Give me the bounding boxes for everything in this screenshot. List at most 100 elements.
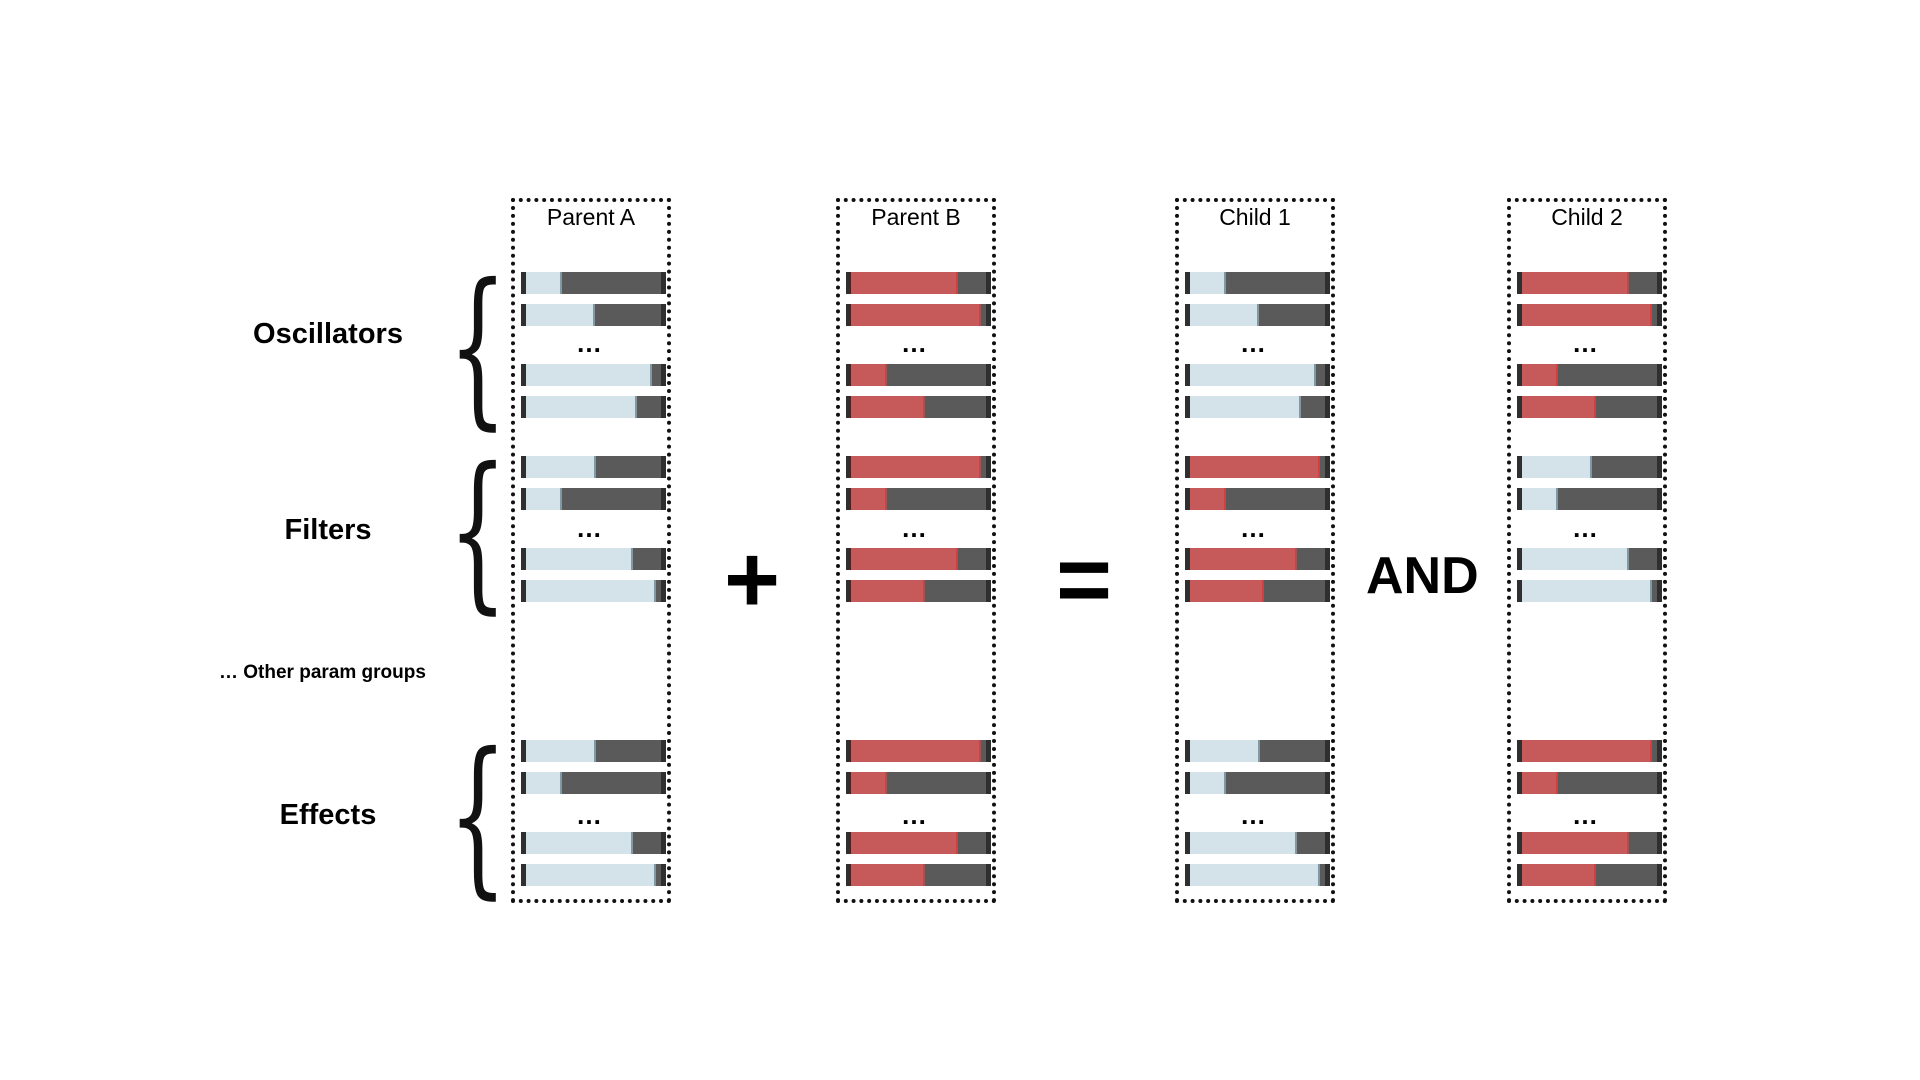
parameter-fill [851, 864, 925, 886]
parameter-marker [1262, 580, 1264, 602]
bar-cap-left [846, 772, 851, 794]
bar-cap-right [1325, 364, 1330, 386]
bar-cap-left [521, 548, 526, 570]
parameter-fill [526, 740, 596, 762]
bar-cap-right [661, 304, 666, 326]
parameter-bar [1185, 488, 1330, 510]
bar-cap-left [1517, 548, 1522, 570]
parameter-fill [851, 272, 958, 294]
parameter-fill [1522, 740, 1652, 762]
parameter-fill [526, 548, 633, 570]
bar-cap-left [1185, 580, 1190, 602]
parameter-marker [594, 740, 596, 762]
parameter-marker [650, 364, 652, 386]
filters-brace: { [448, 432, 508, 630]
parameter-bar [1185, 396, 1330, 418]
parameter-bar [846, 272, 991, 294]
parameter-fill [851, 548, 958, 570]
parameter-marker [1594, 864, 1596, 886]
parameter-fill [1522, 456, 1592, 478]
parameter-bar [521, 364, 666, 386]
bar-cap-left [1517, 580, 1522, 602]
bar-cap-left [1185, 832, 1190, 854]
column-child-1: Child 1 [1175, 198, 1335, 903]
parameter-fill [1190, 740, 1260, 762]
bar-cap-right [1657, 304, 1662, 326]
parameter-fill [1190, 488, 1226, 510]
parameter-marker [1650, 304, 1652, 326]
parameter-bar [521, 864, 666, 886]
parameter-bar [846, 364, 991, 386]
parameter-bar [1185, 740, 1330, 762]
bar-cap-right [1657, 488, 1662, 510]
parameter-fill [851, 364, 887, 386]
bar-cap-left [846, 580, 851, 602]
parameter-marker [560, 272, 562, 294]
parameter-marker [1314, 364, 1316, 386]
bar-cap-right [986, 456, 991, 478]
parameter-bar [846, 740, 991, 762]
parameter-bar [1185, 304, 1330, 326]
parameter-bar [521, 832, 666, 854]
parameter-bar [521, 456, 666, 478]
parameter-fill [1190, 456, 1320, 478]
parameter-bar [1517, 456, 1662, 478]
parameter-fill [1522, 580, 1652, 602]
bar-cap-left [846, 272, 851, 294]
parameter-marker [1556, 488, 1558, 510]
parameter-fill [526, 396, 637, 418]
filters-label: Filters [284, 514, 372, 546]
bar-cap-right [1325, 456, 1330, 478]
parameter-marker [979, 304, 981, 326]
parameter-bar [1185, 456, 1330, 478]
bar-cap-left [1185, 548, 1190, 570]
parameter-marker [1650, 740, 1652, 762]
bar-cap-left [1185, 364, 1190, 386]
parameter-marker [1224, 272, 1226, 294]
bar-cap-right [661, 740, 666, 762]
parameter-fill [1522, 832, 1629, 854]
parameter-fill [1190, 832, 1297, 854]
equals-operator: = [1056, 526, 1113, 633]
parameter-marker [1299, 396, 1301, 418]
parameter-bar [846, 864, 991, 886]
parameter-bar [1185, 864, 1330, 886]
parameter-fill [851, 488, 887, 510]
parameter-bar [846, 456, 991, 478]
ellipsis: … [901, 513, 928, 543]
other-param-groups-label: … Other param groups [219, 662, 426, 683]
parameter-bar [1517, 272, 1662, 294]
parameter-fill [526, 864, 656, 886]
bar-cap-right [986, 580, 991, 602]
bar-cap-left [846, 864, 851, 886]
column-title: Child 2 [1551, 204, 1623, 230]
bar-cap-left [1185, 272, 1190, 294]
parameter-marker [923, 396, 925, 418]
bar-cap-right [1657, 580, 1662, 602]
bar-cap-right [1657, 396, 1662, 418]
parameter-fill [526, 488, 562, 510]
parameter-marker [594, 456, 596, 478]
bar-cap-left [521, 864, 526, 886]
bar-cap-left [1517, 488, 1522, 510]
parameter-marker [631, 832, 633, 854]
ellipsis: … [901, 800, 928, 830]
parameter-marker [654, 864, 656, 886]
ellipsis: … [1240, 513, 1267, 543]
parameter-fill [851, 772, 887, 794]
plus-operator: + [724, 526, 781, 633]
column-title: Parent B [871, 204, 961, 230]
bar-cap-left [1517, 456, 1522, 478]
bar-cap-left [1517, 272, 1522, 294]
parameter-marker [885, 488, 887, 510]
column-parent-b: Parent B [836, 198, 996, 903]
parameter-bar [1517, 304, 1662, 326]
parameter-marker [1318, 864, 1320, 886]
parameter-fill [1522, 364, 1558, 386]
parameter-bar [846, 396, 991, 418]
bar-cap-left [1185, 456, 1190, 478]
parameter-marker [979, 740, 981, 762]
bar-cap-left [1517, 364, 1522, 386]
parameter-bar [521, 772, 666, 794]
parameter-bar [521, 396, 666, 418]
